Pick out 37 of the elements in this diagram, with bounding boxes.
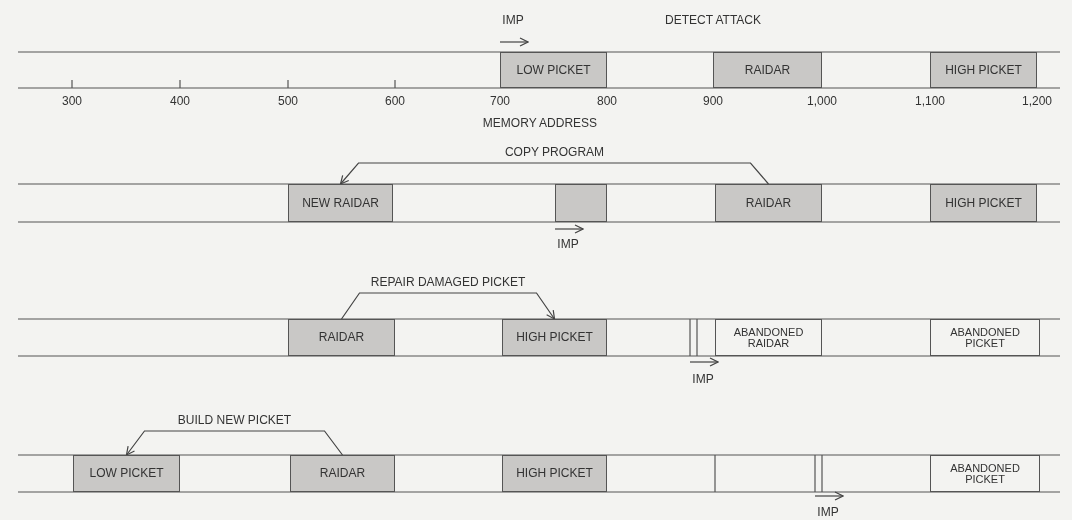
imp-label: IMP	[502, 13, 524, 27]
arrow	[340, 292, 556, 320]
abandoned-segment: ABANDONED PICKET	[930, 455, 1040, 492]
tick-label: 1,000	[807, 94, 837, 108]
abandoned-segment: ABANDONED PICKET	[930, 319, 1040, 356]
edge-label: BUILD NEW PICKET	[175, 413, 294, 427]
tick-label: 600	[385, 94, 405, 108]
tick-label: 1,200	[1022, 94, 1052, 108]
tick-label: 800	[597, 94, 617, 108]
program-segment: RAIDAR	[713, 52, 822, 88]
arrow	[125, 430, 344, 456]
arrow	[339, 162, 770, 185]
program-segment: HIGH PICKET	[502, 455, 607, 492]
tick-label: 700	[490, 94, 510, 108]
tick-label: 500	[278, 94, 298, 108]
tick-label: 300	[62, 94, 82, 108]
program-segment: HIGH PICKET	[930, 184, 1037, 222]
program-segment: NEW RAIDAR	[288, 184, 393, 222]
empty-segment	[555, 184, 607, 222]
program-segment: LOW PICKET	[500, 52, 607, 88]
program-segment: HIGH PICKET	[930, 52, 1037, 88]
imp-label: IMP	[557, 237, 579, 251]
edge-label: REPAIR DAMAGED PICKET	[368, 275, 528, 289]
tick-label: 1,100	[915, 94, 945, 108]
imp-label: IMP	[817, 505, 839, 519]
imp-label: IMP	[692, 372, 714, 386]
program-segment: RAIDAR	[290, 455, 395, 492]
axis-title: MEMORY ADDRESS	[482, 116, 598, 130]
abandoned-segment: ABANDONED RAIDAR	[715, 319, 822, 356]
step-title: DETECT ATTACK	[665, 13, 761, 27]
program-segment: RAIDAR	[715, 184, 822, 222]
program-segment: LOW PICKET	[73, 455, 180, 492]
tick-label: 400	[170, 94, 190, 108]
edge-label: COPY PROGRAM	[502, 145, 607, 159]
program-segment: HIGH PICKET	[502, 319, 607, 356]
program-segment: RAIDAR	[288, 319, 395, 356]
tick-label: 900	[703, 94, 723, 108]
